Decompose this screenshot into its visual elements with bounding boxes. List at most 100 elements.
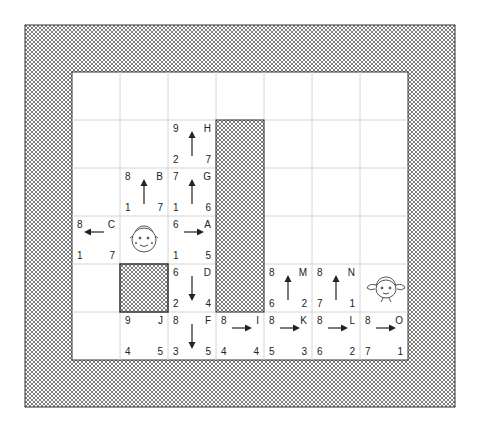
arrow-head [197, 229, 204, 236]
search-cell: 8 K 5 3 [264, 312, 312, 360]
f-cost: 8 [269, 267, 275, 278]
search-cell: 8 N 7 1 [312, 264, 360, 312]
f-cost: 7 [173, 171, 179, 182]
f-cost: 8 [125, 171, 131, 182]
cell-letter: B [156, 171, 163, 182]
h-cost: 1 [349, 298, 355, 309]
boy-face [130, 226, 158, 252]
outer-wall [25, 25, 455, 407]
parent-arrow [189, 324, 196, 349]
g-cost: 1 [125, 202, 131, 213]
g-cost: 2 [173, 154, 179, 165]
parent-arrow [376, 325, 396, 332]
search-cell: 8 C 1 7 [72, 216, 120, 264]
arrow-head [333, 275, 340, 282]
parent-arrow [84, 229, 104, 236]
h-cost: 5 [205, 346, 211, 357]
cell-letter: L [349, 315, 355, 326]
arrow-head [189, 342, 196, 349]
search-cell: 8M62 [264, 264, 312, 312]
g-cost: 5 [269, 346, 275, 357]
f-cost: 6 [173, 267, 179, 278]
search-cell: 8 O 7 1 [360, 312, 408, 360]
g-cost: 4 [221, 346, 227, 357]
search-cell: 9 J 4 5 [120, 312, 168, 360]
search-cell: 8 F 3 5 [168, 312, 216, 360]
g-cost: 3 [173, 346, 179, 357]
g-cost: 6 [269, 298, 275, 309]
search-cell: 6A15 [168, 216, 216, 264]
cell-letter: G [203, 171, 211, 182]
h-cost: 2 [301, 298, 307, 309]
parent-arrow [333, 275, 340, 300]
arrow-head [189, 131, 196, 138]
parent-arrow [189, 276, 196, 301]
parent-arrow [285, 275, 292, 300]
parent-arrow [189, 179, 196, 204]
h-cost: 1 [397, 346, 403, 357]
search-cell: 9 H 2 7 [168, 120, 216, 168]
f-cost: 9 [173, 123, 179, 134]
arrow-head [189, 179, 196, 186]
wall-block [120, 264, 168, 312]
arrow-head [389, 325, 396, 332]
h-cost: 7 [109, 250, 115, 261]
girl-face [367, 277, 405, 302]
parent-arrow [280, 325, 300, 332]
parent-arrow [232, 325, 252, 332]
parent-arrow [328, 325, 348, 332]
f-cost: 8 [173, 315, 179, 326]
h-cost: 4 [205, 298, 211, 309]
arrow-head [189, 294, 196, 301]
search-cell: 6D24 [168, 264, 216, 312]
cell-letter: C [108, 219, 115, 230]
h-cost: 3 [301, 346, 307, 357]
search-cell: 8B17 [120, 168, 168, 216]
maze-floor [72, 72, 408, 360]
h-cost: 5 [157, 346, 163, 357]
parent-arrow [189, 131, 196, 156]
g-cost: 7 [317, 298, 323, 309]
cell-letter: F [205, 315, 211, 326]
cell-letter: K [300, 315, 307, 326]
g-cost: 6 [317, 346, 323, 357]
cell-letter: J [158, 315, 163, 326]
f-cost: 9 [125, 315, 131, 326]
cell-letter: I [256, 315, 259, 326]
arrow-head [245, 325, 252, 332]
arrow-head [293, 325, 300, 332]
h-cost: 4 [253, 346, 259, 357]
f-cost: 8 [221, 315, 227, 326]
parent-arrow [184, 229, 204, 236]
f-cost: 8 [365, 315, 371, 326]
search-cell: 8 I 4 4 [216, 312, 264, 360]
f-cost: 8 [77, 219, 83, 230]
h-cost: 7 [205, 154, 211, 165]
h-cost: 6 [205, 202, 211, 213]
cell-letter: H [204, 123, 211, 134]
wall-block [216, 120, 264, 312]
g-cost: 1 [173, 202, 179, 213]
g-cost: 1 [77, 250, 83, 261]
arrow-head [141, 179, 148, 186]
g-cost: 7 [365, 346, 371, 357]
search-cell: 8L62 [312, 312, 360, 360]
f-cost: 6 [173, 219, 179, 230]
f-cost: 8 [317, 315, 323, 326]
cell-letter: O [395, 315, 403, 326]
parent-arrow [141, 179, 148, 204]
cell-letter: N [348, 267, 355, 278]
g-cost: 4 [125, 346, 131, 357]
arrow-head [285, 275, 292, 282]
h-cost: 5 [205, 250, 211, 261]
grid-lines [72, 72, 408, 360]
g-cost: 1 [173, 250, 179, 261]
f-cost: 8 [269, 315, 275, 326]
arrow-head [84, 229, 91, 236]
f-cost: 8 [317, 267, 323, 278]
search-cell: 7 G 1 6 [168, 168, 216, 216]
